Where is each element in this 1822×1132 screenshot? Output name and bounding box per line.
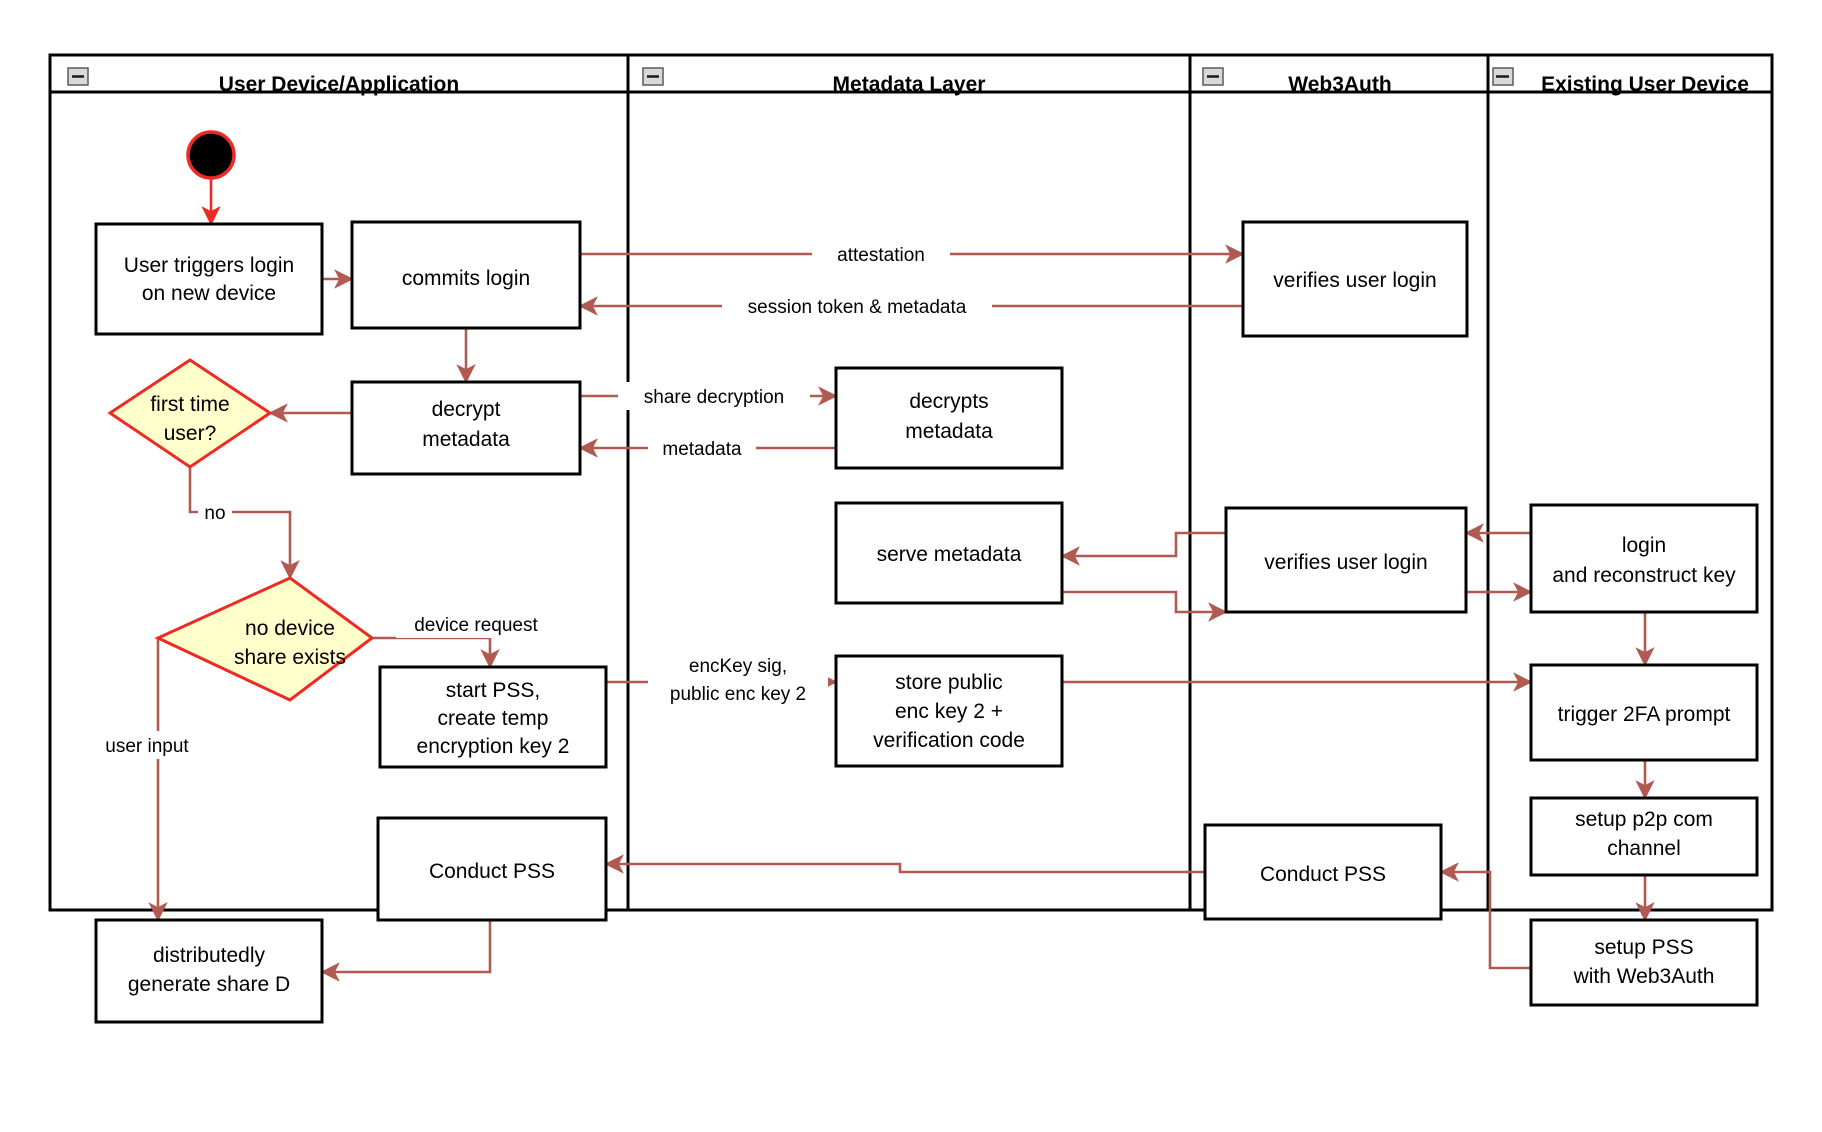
activity-label-line1: setup p2p com	[1575, 808, 1713, 831]
decision-label-line2: user?	[164, 422, 217, 445]
activity-verifies-user-login-2[interactable]: verifies user login	[1224, 506, 1468, 614]
lane-title-metadata: Metadata Layer	[833, 73, 986, 96]
activity-decrypt-metadata[interactable]: decrypt metadata	[350, 380, 582, 476]
activity-label-line2: create temp	[438, 707, 549, 730]
edge-label-session-token: session token & metadata	[748, 297, 967, 318]
activity-label-line1: User triggers login	[124, 254, 294, 277]
activity-label-line1: store public	[895, 671, 1002, 694]
lane-title-existing-device: Existing User Device	[1541, 73, 1749, 96]
activity-store-public-enc-key[interactable]: store public enc key 2 + verification co…	[834, 654, 1064, 768]
edge-conductpss-to-generate-share	[320, 920, 492, 982]
activity-serve-metadata[interactable]: serve metadata	[834, 501, 1064, 605]
activity-label: Conduct PSS	[1260, 863, 1386, 886]
activity-label-line2: on new device	[142, 282, 276, 305]
minus-icon[interactable]	[642, 67, 664, 86]
activity-label-line2: metadata	[905, 420, 993, 443]
activity-trigger-2fa-prompt[interactable]: trigger 2FA prompt	[1529, 663, 1759, 762]
activity-decrypts-metadata[interactable]: decrypts metadata	[834, 366, 1064, 470]
activity-label: verifies user login	[1264, 551, 1427, 574]
activity-start-pss-create-temp-key[interactable]: start PSS, create temp encryption key 2	[378, 665, 608, 769]
activity-label: trigger 2FA prompt	[1558, 703, 1731, 726]
activity-label-line1: login	[1622, 534, 1666, 557]
lane-frame	[48, 53, 1774, 912]
decision-label-line1: first time	[150, 393, 229, 416]
initial-node-start	[186, 130, 236, 180]
activity-label-line1: decrypts	[909, 390, 988, 413]
activity-verifies-user-login-1[interactable]: verifies user login	[1241, 220, 1469, 338]
minus-icon[interactable]	[1202, 67, 1224, 86]
edge-conductpss-web3auth-to-user	[604, 854, 1205, 874]
activity-label-line2: generate share D	[128, 973, 290, 996]
activity-label: Conduct PSS	[429, 860, 555, 883]
activity-login-and-reconstruct-key[interactable]: login and reconstruct key	[1529, 503, 1759, 614]
activity-setup-p2p-channel[interactable]: setup p2p com channel	[1529, 796, 1759, 877]
activity-user-triggers-login[interactable]: User triggers login on new device	[94, 222, 324, 336]
edge-labels: attestation session token & metadata sha…	[88, 240, 992, 759]
lane-title-user-device: User Device/Application	[219, 73, 459, 96]
edge-label-enckey-sig-line2: public enc key 2	[670, 684, 806, 705]
activity-label-line2: metadata	[422, 428, 510, 451]
activity-setup-pss-with-web3auth[interactable]: setup PSS with Web3Auth	[1529, 918, 1759, 1007]
edge-verifies2-to-serve	[1060, 531, 1226, 566]
activity-label-line2: with Web3Auth	[1573, 965, 1715, 988]
activity-label-line3: encryption key 2	[417, 735, 570, 758]
edge-label-user-input: user input	[105, 736, 189, 757]
activity-conduct-pss-user[interactable]: Conduct PSS	[376, 816, 608, 922]
lane-header-web3auth[interactable]: Web3Auth	[1202, 67, 1392, 96]
activity-label-line1: start PSS,	[446, 679, 541, 702]
edge-label-enckey-sig-line1: encKey sig,	[689, 656, 787, 677]
edge-setuppss-to-conductpss-web3auth	[1439, 862, 1531, 970]
activity-distributedly-generate-share-d[interactable]: distributedly generate share D	[94, 918, 324, 1024]
activity-label-line1: distributedly	[153, 944, 266, 967]
activity-commits-login[interactable]: commits login	[350, 220, 582, 330]
activity-label: verifies user login	[1273, 269, 1436, 292]
activity-label-line3: verification code	[873, 729, 1025, 752]
edge-serve-to-verifies2	[1062, 590, 1228, 622]
activity-label-line1: decrypt	[432, 398, 501, 421]
edge-label-device-request: device request	[414, 615, 538, 636]
activity-label: serve metadata	[877, 543, 1022, 566]
activity-label: commits login	[402, 267, 530, 290]
edge-label-attestation: attestation	[837, 245, 925, 266]
decision-no-device-share-exists[interactable]: no device share exists	[154, 576, 375, 702]
activity-label-line2: enc key 2 +	[895, 700, 1003, 723]
activity-label-line2: and reconstruct key	[1552, 564, 1736, 587]
lane-header-metadata[interactable]: Metadata Layer	[642, 67, 986, 96]
lane-header-user-device[interactable]: User Device/Application	[67, 67, 459, 96]
minus-icon[interactable]	[67, 67, 89, 86]
edge-label-share-decryption: share decryption	[644, 387, 784, 408]
decision-label-line1: no device	[245, 617, 335, 640]
edge-label-metadata: metadata	[662, 439, 742, 460]
edge-label-no: no	[204, 503, 225, 524]
activity-conduct-pss-web3auth[interactable]: Conduct PSS	[1203, 823, 1443, 921]
edge-no-to-device-share	[188, 467, 300, 580]
minus-icon[interactable]	[1492, 67, 1514, 86]
lane-title-web3auth: Web3Auth	[1288, 73, 1391, 96]
decision-first-time-user[interactable]: first time user?	[107, 358, 273, 469]
activity-label-line2: channel	[1607, 837, 1681, 860]
decision-label-line2: share exists	[234, 646, 346, 669]
lane-header-existing-device[interactable]: Existing User Device	[1492, 67, 1749, 96]
activity-label-line1: setup PSS	[1594, 936, 1693, 959]
